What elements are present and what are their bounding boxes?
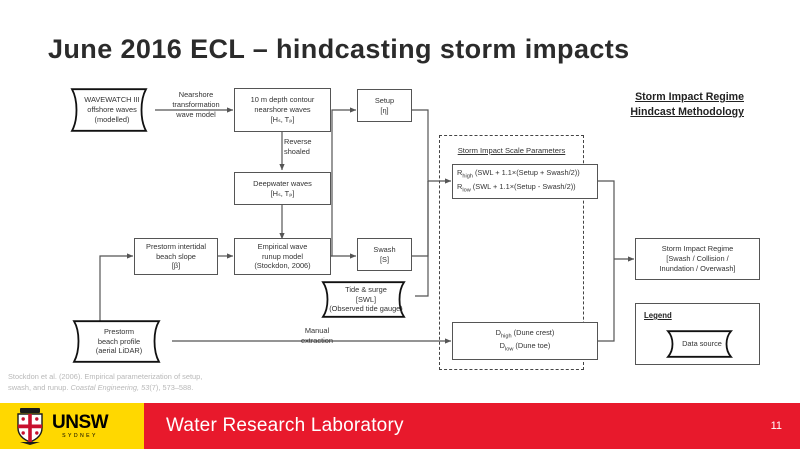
footer-title-area: Water Research Laboratory 11 xyxy=(144,403,800,449)
d-low-symbol: D xyxy=(499,341,505,350)
page-number: 11 xyxy=(770,420,782,432)
d-high-symbol: D xyxy=(495,327,502,337)
regime-heading-line2: Hindcast Methodology xyxy=(630,106,744,119)
node-setup-label: Setup [η] xyxy=(374,95,395,115)
citation-journal: Coastal Engineering, 53 xyxy=(70,382,150,392)
r-high-expression: (SWL + 1.1×(Setup + Swash/2)) xyxy=(472,168,580,178)
node-swash: Swash [S] xyxy=(357,238,412,271)
edge-label-manual-extraction: Manual extraction xyxy=(300,326,334,345)
node-swash-label: Swash [S] xyxy=(373,244,396,264)
unsw-wordmark: UNSW SYDNEY xyxy=(52,412,109,439)
node-beach-slope-label: Prestorm intertidal beach slope [β] xyxy=(146,241,206,271)
r-high-formula: Rhigh (SWL + 1.1×(Setup + Swash/2)) xyxy=(457,168,594,181)
legend-title: Legend xyxy=(644,311,672,320)
citation-line1: Stockdon et al. (2006). Empirical parame… xyxy=(8,372,203,381)
footer-banner: UNSW SYDNEY Water Research Laboratory 11 xyxy=(0,403,800,449)
citation-line2-pre: swash, and runup. xyxy=(8,382,71,392)
d-low-subscript: low xyxy=(504,346,514,353)
footer-logo-area: UNSW SYDNEY xyxy=(0,403,144,449)
node-beach-slope: Prestorm intertidal beach slope [β] xyxy=(134,238,218,275)
node-tide-surge: Tide & surge [SWL] (Observed tide gauge) xyxy=(312,281,416,318)
data-source-shape xyxy=(62,88,158,132)
node-setup: Setup [η] xyxy=(357,89,412,122)
citation-line2: swash, and runup. Coastal Engineering, 5… xyxy=(8,383,338,394)
legend-box: Legend Data source xyxy=(635,303,760,365)
d-high-expression: (Dune crest) xyxy=(511,327,555,337)
r-low-expression: (SWL + 1.1×(Setup - Swash/2)) xyxy=(470,181,576,191)
node-nearshore-waves: 10 m depth contour nearshore waves [Hₛ, … xyxy=(234,88,331,132)
data-source-shape xyxy=(659,330,741,358)
d-low-formula: Dlow (Dune toe) xyxy=(456,341,594,354)
node-tide-surge-label: Tide & surge [SWL] (Observed tide gauge) xyxy=(329,284,403,314)
d-low-expression: (Dune toe) xyxy=(513,341,551,350)
r-low-formula: Rlow (SWL + 1.1×(Setup - Swash/2)) xyxy=(457,182,594,195)
node-storm-impact-regime-label: Storm Impact Regime [Swash / Collision /… xyxy=(659,244,736,273)
data-source-shape xyxy=(312,281,416,318)
citation-line2-post: (7), 573–588. xyxy=(149,382,194,392)
d-high-subscript: high xyxy=(501,333,512,340)
node-deepwater-waves-label: Deepwater waves [Hₛ, Tₚ] xyxy=(253,178,312,198)
lab-name: Water Research Laboratory xyxy=(166,415,404,436)
node-nearshore-waves-label: 10 m depth contour nearshore waves [Hₛ, … xyxy=(250,95,315,124)
node-r-parameters: Rhigh (SWL + 1.1×(Setup + Swash/2)) Rlow… xyxy=(452,164,598,199)
r-low-subscript: low xyxy=(462,186,471,193)
node-deepwater-waves: Deepwater waves [Hₛ, Tₚ] xyxy=(234,172,331,205)
edge-label-nearshore-transformation: Nearshore transformation wave model xyxy=(172,90,220,119)
storm-impact-scale-parameters-group xyxy=(439,135,584,370)
regime-heading: Storm Impact Regime Hindcast Methodology xyxy=(630,90,744,121)
unsw-sub: SYDNEY xyxy=(62,433,98,439)
unsw-word: UNSW xyxy=(52,412,109,433)
node-beach-profile: Prestorm beach profile (aerial LiDAR) xyxy=(62,320,172,363)
r-low-symbol: R xyxy=(457,181,463,191)
node-storm-impact-regime: Storm Impact Regime [Swash / Collision /… xyxy=(635,238,760,280)
r-high-symbol: R xyxy=(457,168,463,178)
regime-heading-line1: Storm Impact Regime xyxy=(635,91,744,103)
storm-impact-scale-parameters-title: Storm Impact Scale Parameters xyxy=(457,146,566,155)
node-beach-profile-label: Prestorm beach profile (aerial LiDAR) xyxy=(95,326,143,356)
node-wavewatch-label: WAVEWATCH III offshore waves (modelled) xyxy=(84,95,140,124)
legend-data-source-shape: Data source xyxy=(659,330,741,358)
legend-data-source-label: Data source xyxy=(682,339,722,348)
d-high-formula: Dhigh (Dune crest) xyxy=(456,328,594,341)
citation: Stockdon et al. (2006). Empirical parame… xyxy=(8,372,338,393)
node-runup-model-label: Empirical wave runup model (Stockdon, 20… xyxy=(254,241,311,271)
r-high-subscript: high xyxy=(462,173,473,180)
edge-label-reverse-shoaled: Reverse shoaled xyxy=(284,137,312,156)
page-title: June 2016 ECL – hindcasting storm impact… xyxy=(48,34,630,64)
node-wavewatch-offshore-waves: WAVEWATCH III offshore waves (modelled) xyxy=(62,88,158,132)
node-d-parameters: Dhigh (Dune crest) Dlow (Dune toe) xyxy=(452,322,598,360)
node-runup-model: Empirical wave runup model (Stockdon, 20… xyxy=(234,238,331,275)
data-source-shape xyxy=(62,320,172,363)
unsw-crest-icon xyxy=(17,408,43,445)
